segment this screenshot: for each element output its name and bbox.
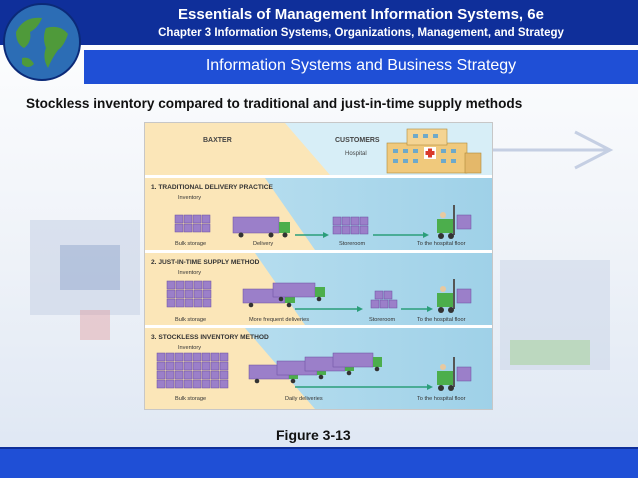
footer-bar: [0, 447, 638, 478]
panel-2-label-floor: To the hospital floor: [417, 317, 466, 323]
forklift-icon: [437, 279, 472, 313]
storeroom-stock: [332, 216, 369, 235]
globe-icon: [3, 3, 81, 81]
panel-2-label-frequent: More frequent deliveries: [249, 317, 309, 323]
panel-2-label-bulk: Bulk storage: [175, 317, 206, 323]
panel-3-label-bulk: Bulk storage: [175, 396, 206, 402]
panel-1-sub: Inventory: [178, 195, 201, 201]
panel-jit: 2. JUST-IN-TIME SUPPLY METHOD Inventory: [145, 253, 492, 325]
panel-3-title: 3. STOCKLESS INVENTORY METHOD: [151, 334, 269, 341]
panel-3-label-floor: To the hospital floor: [417, 396, 466, 402]
supply-methods-diagram: BAXTER CUSTOMERS Hospital: [145, 123, 492, 409]
panel-traditional: 1. TRADITIONAL DELIVERY PRACTICE Invento…: [145, 178, 492, 250]
panel-2-title: 2. JUST-IN-TIME SUPPLY METHOD: [151, 259, 260, 266]
hospital-label: Hospital: [345, 151, 367, 157]
section-title: Information Systems and Business Strateg…: [205, 57, 517, 74]
course-title: Essentials of Management Information Sys…: [178, 6, 544, 23]
slide-title: Stockless inventory compared to traditio…: [26, 96, 523, 111]
figure-3-13: BAXTER CUSTOMERS Hospital: [144, 122, 493, 410]
panel-1-label-delivery: Delivery: [253, 241, 273, 247]
panel-1-title: 1. TRADITIONAL DELIVERY PRACTICE: [151, 184, 273, 191]
baxter-label: BAXTER: [203, 137, 232, 144]
bulk-pallet: [166, 280, 212, 308]
bulk-pallet: [174, 214, 211, 233]
hospital-icon: [386, 128, 482, 174]
forklift-icon: [437, 205, 472, 239]
panel-1-label-floor: To the hospital floor: [417, 241, 466, 247]
customers-label: CUSTOMERS: [335, 137, 380, 144]
delivery-truck-icon: [232, 216, 290, 238]
delivery-truck-icon: [242, 282, 325, 308]
storeroom-stock: [370, 290, 398, 309]
panel-3-sub: Inventory: [178, 345, 201, 351]
delivery-truck-icon: [248, 352, 382, 384]
background-decoration: [30, 130, 614, 370]
section-bar: [84, 50, 638, 84]
panel-2-sub: Inventory: [178, 270, 201, 276]
header-bar: [0, 0, 638, 45]
bulk-pallet: [156, 352, 229, 389]
figure-caption: Figure 3-13: [276, 427, 351, 443]
panel-3-label-daily: Daily deliveries: [285, 396, 323, 402]
panel-2-label-storeroom: Storeroom: [369, 317, 395, 323]
panel-stockless: 3. STOCKLESS INVENTORY METHOD Inventory: [145, 328, 492, 409]
forklift-icon: [437, 357, 472, 391]
chapter-title: Chapter 3 Information Systems, Organizat…: [158, 27, 564, 39]
panel-1-label-bulk: Bulk storage: [175, 241, 206, 247]
panel-1-label-storeroom: Storeroom: [339, 241, 365, 247]
